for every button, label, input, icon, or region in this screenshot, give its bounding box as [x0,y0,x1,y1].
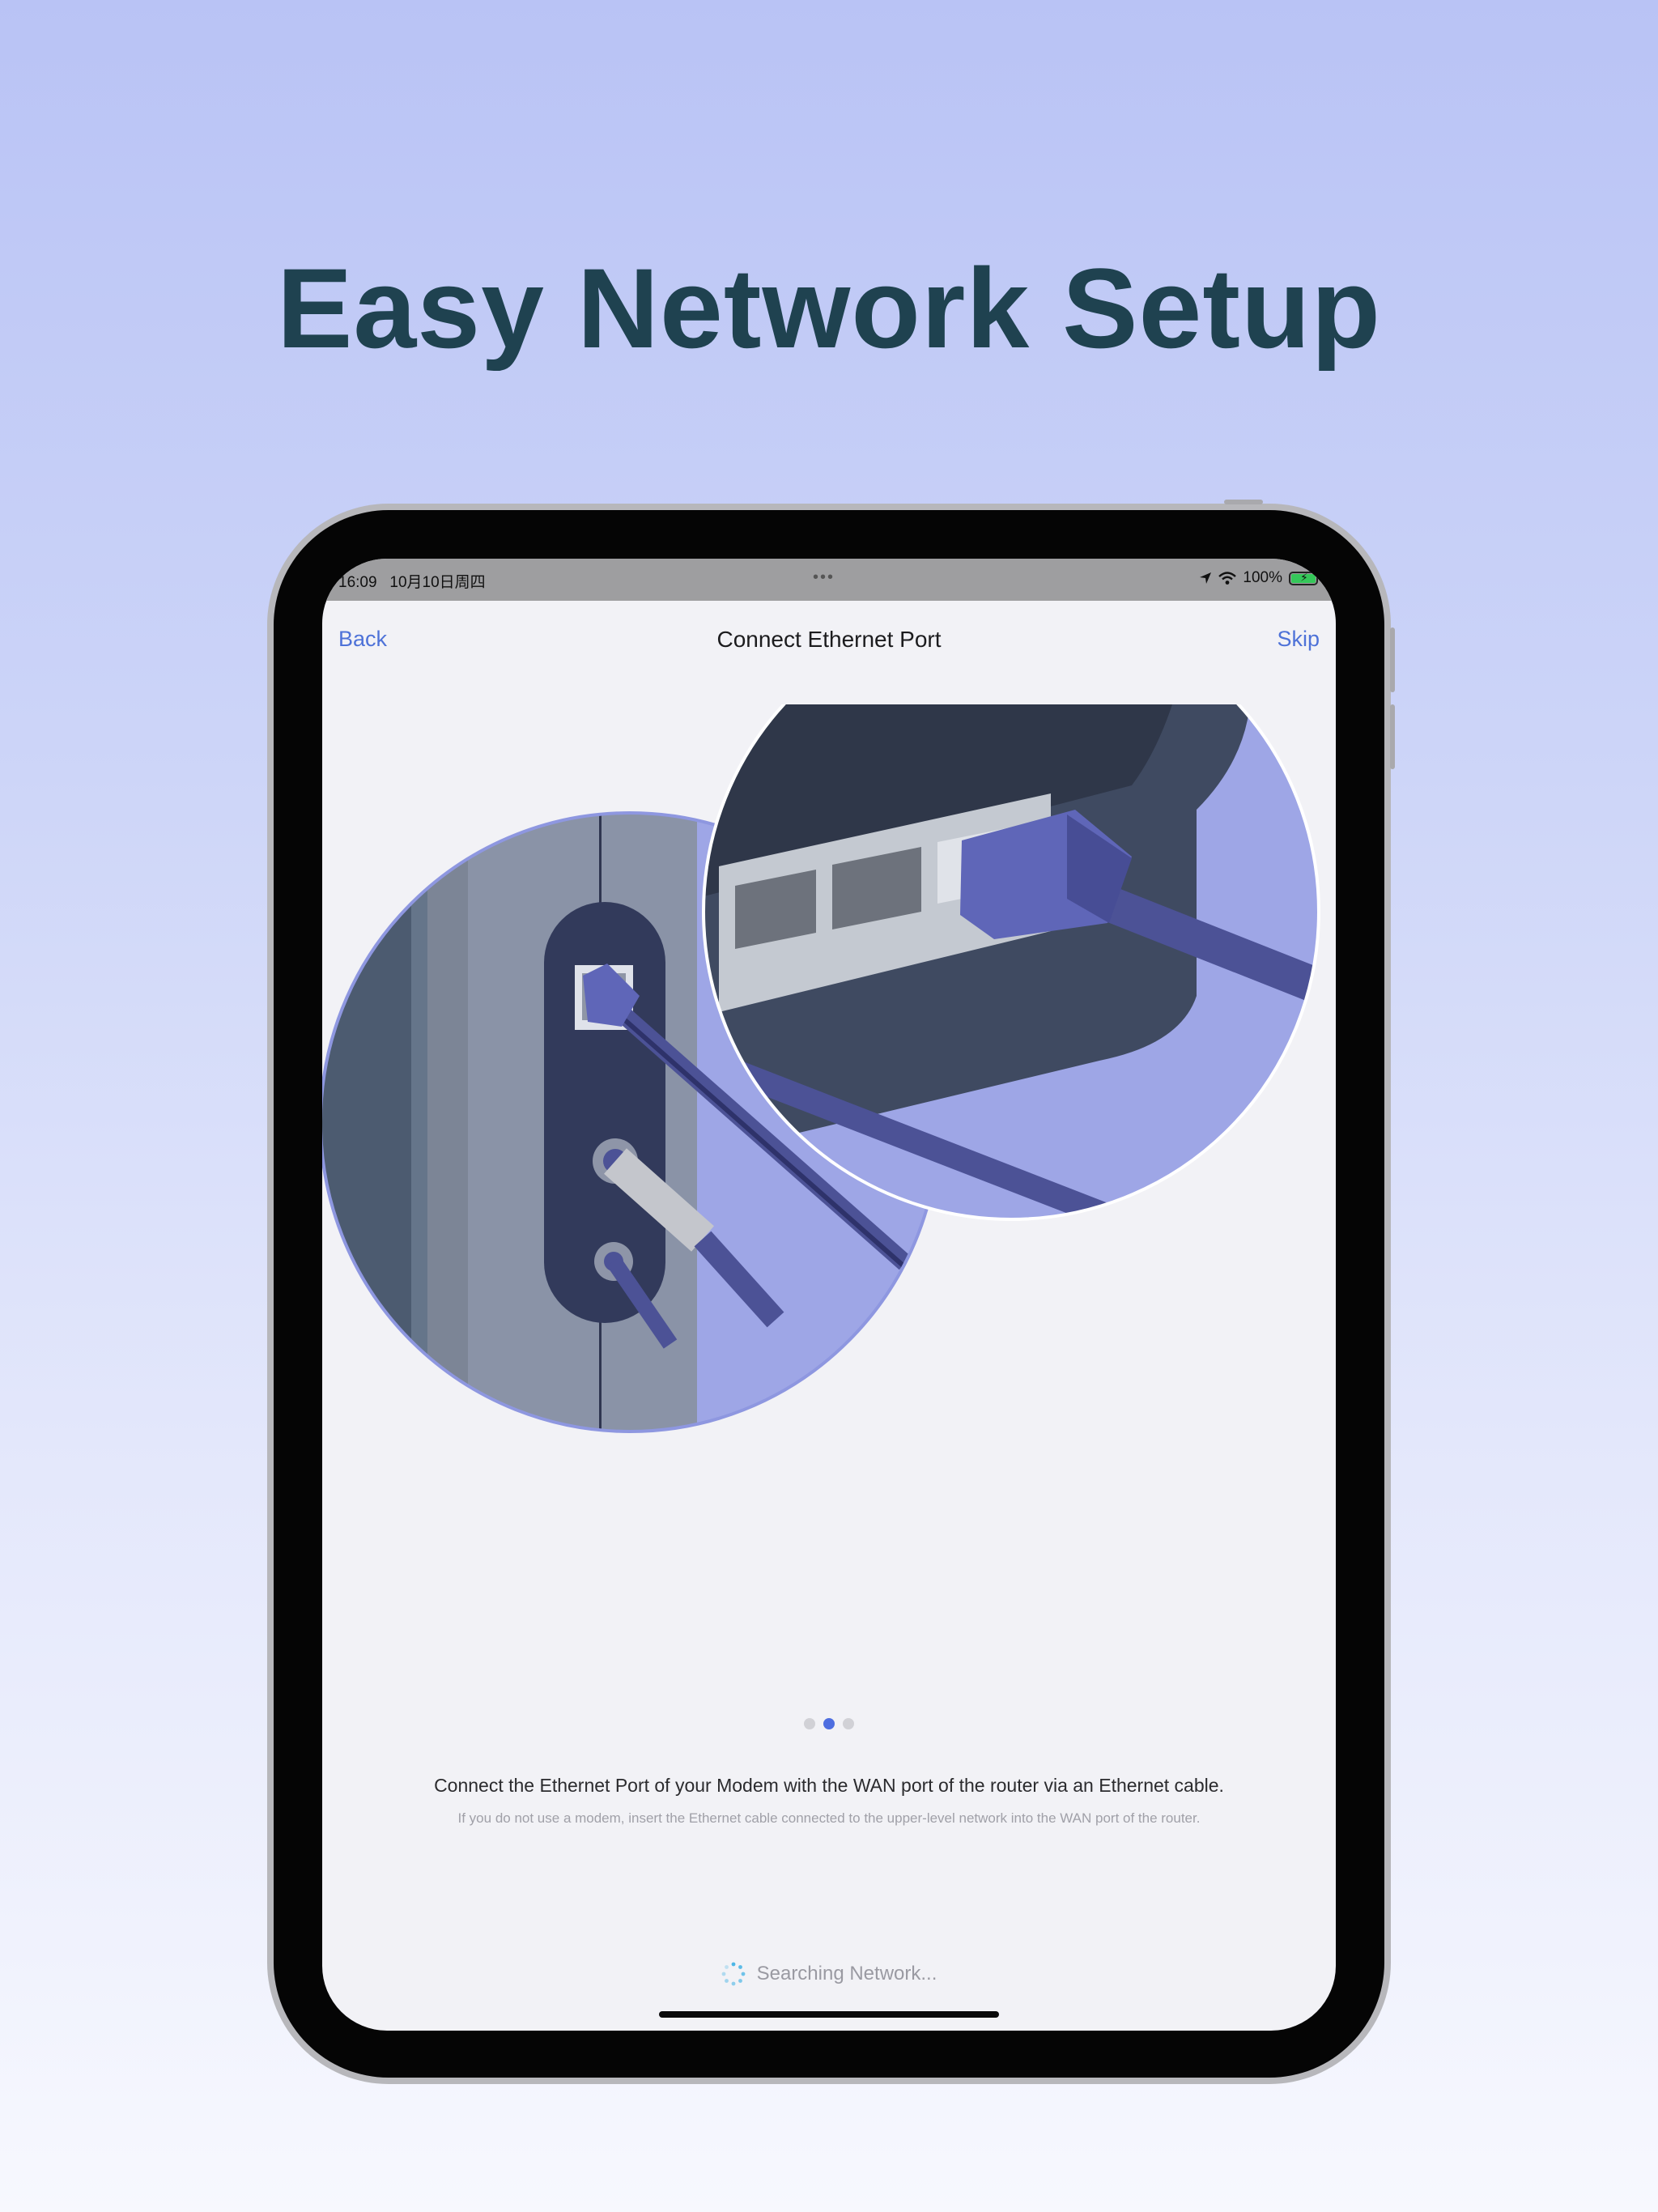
status-date: 10月10日周四 [389,574,486,591]
page-title: Connect Ethernet Port [716,627,942,652]
navigation-bar: Back Connect Ethernet Port Skip [322,601,1336,666]
battery-percent: 100% [1243,569,1282,586]
status-time: 16:09 10月10日周四 [338,574,486,591]
searching-status: Searching Network... [322,1962,1336,1986]
wifi-icon [1218,572,1237,585]
app-screen: 16:09 10月10日周四 ••• 100% ⚡ Back Connect E… [322,559,1336,2031]
page-indicator[interactable] [322,1718,1336,1729]
instruction-text: Connect the Ethernet Port of your Modem … [434,1775,1224,1796]
device-volume-up-button [1390,627,1395,692]
device-top-button [1224,500,1263,504]
headline: Easy Network Setup [277,245,1381,372]
status-right-group: 100% ⚡ [1199,569,1318,587]
home-indicator[interactable] [659,2011,999,2018]
ethernet-illustration [322,704,1320,1433]
skip-button[interactable]: Skip [1277,627,1320,651]
hint-text: If you do not use a modem, insert the Et… [457,1810,1201,1826]
multitasking-dots-icon[interactable]: ••• [813,568,835,586]
back-button[interactable]: Back [338,627,388,651]
page-dot-3[interactable] [843,1718,854,1729]
device-volume-down-button [1390,704,1395,769]
spinner-icon [721,1962,746,1986]
location-arrow-icon [1200,572,1212,584]
status-bar: 16:09 10月10日周四 ••• 100% ⚡ [322,559,1336,601]
page-dot-1[interactable] [804,1718,815,1729]
router-port-illustration [704,704,1319,1219]
battery-charging-icon: ⚡ [1289,571,1318,585]
page-dot-2-active[interactable] [823,1718,835,1729]
searching-label: Searching Network... [756,1963,937,1984]
